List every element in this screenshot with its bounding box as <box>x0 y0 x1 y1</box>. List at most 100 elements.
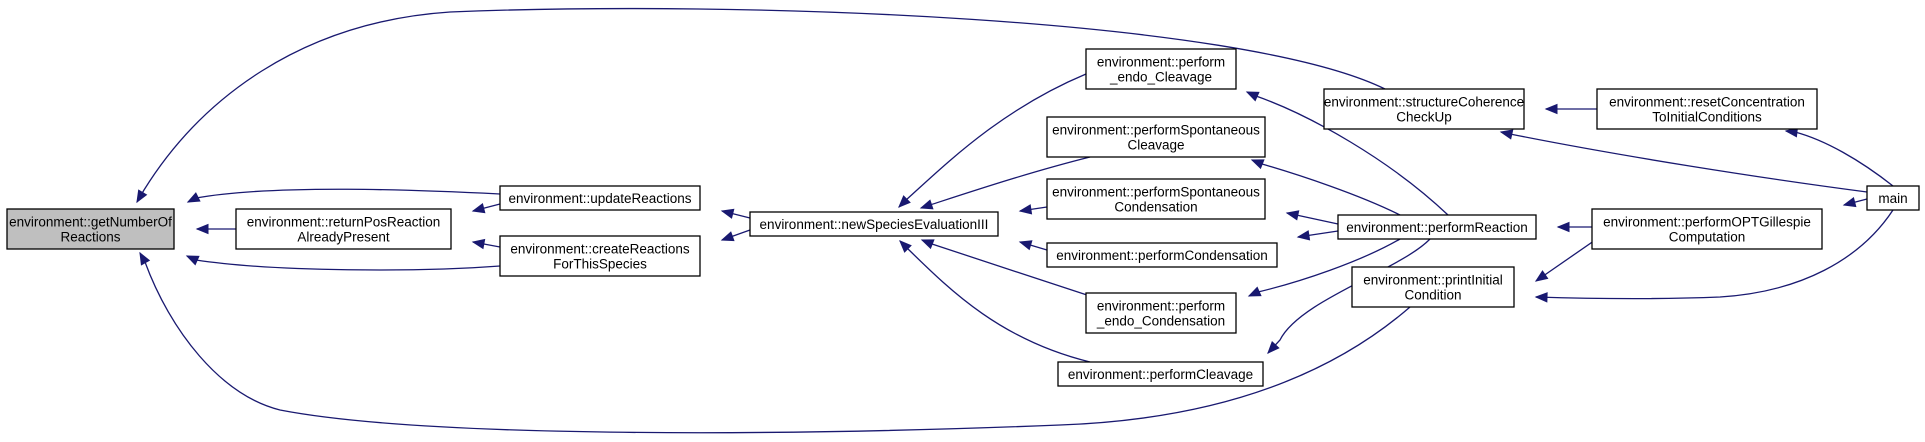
node-label-line: environment::printInitial <box>1363 273 1503 288</box>
node-box <box>499 235 701 277</box>
node-label-line: environment::getNumberOf <box>9 215 172 230</box>
node-label-line: environment::structureCoherence <box>1324 95 1524 110</box>
arrowhead-icon <box>1556 221 1570 233</box>
arrowhead-icon <box>1018 204 1033 215</box>
node-box <box>1866 185 1920 211</box>
edge-returnPosReactionAlreadyPresent-to-getNumberOfReactions <box>195 223 236 235</box>
edge-performOPTGillespieComputation-to-performReaction <box>1556 221 1592 233</box>
edge-performCleavage-to-newSpeciesEvaluationIII <box>899 240 1091 363</box>
edge-line <box>1785 130 1894 187</box>
arrowhead-icon <box>920 239 935 250</box>
node-box <box>235 208 452 250</box>
node-performReaction[interactable]: environment::performReaction <box>1337 214 1537 240</box>
node-box <box>499 185 701 211</box>
arrowhead-icon <box>1018 240 1033 251</box>
arrowhead-icon <box>898 195 911 208</box>
node-box <box>1046 178 1266 220</box>
arrowhead-icon <box>1534 292 1548 303</box>
arrowhead-icon <box>1247 286 1262 297</box>
arrowhead-icon <box>136 189 148 204</box>
arrowhead-icon <box>471 238 486 250</box>
edge-structureCoherenceCheckUp-to-getNumberOfReactions <box>136 7 1386 204</box>
node-label-line: environment::newSpeciesEvaluationIII <box>760 217 989 232</box>
node-box <box>1351 266 1515 308</box>
edge-main-to-performOPTGillespieComputation <box>1842 197 1868 208</box>
node-box <box>1046 242 1278 268</box>
node-label-line: environment::performOPTGillespie <box>1603 215 1811 230</box>
arrowhead-icon <box>1267 340 1280 354</box>
node-main[interactable]: main <box>1866 185 1920 211</box>
node-createReactionsForThisSpecies[interactable]: environment::createReactionsForThisSpeci… <box>499 235 701 277</box>
edge-resetConcentrationToInitialConditions-to-structureCoherenceCheckUp <box>1544 103 1597 115</box>
arrowhead-icon <box>185 255 200 266</box>
node-updateReactions[interactable]: environment::updateReactions <box>499 185 701 211</box>
edge-updateReactions-to-getNumberOfReactions <box>186 188 501 203</box>
node-label-line: ForThisSpecies <box>553 257 647 272</box>
node-perform_endo_Cleavage[interactable]: environment::perform_endo_Cleavage <box>1085 48 1237 90</box>
node-label-line: environment::perform <box>1097 55 1225 70</box>
node-label-line: _endo_Condensation <box>1096 314 1225 329</box>
node-label-line: ToInitialConditions <box>1652 110 1762 125</box>
edge-line <box>1248 238 1401 297</box>
edge-main-to-resetConcentrationToInitialConditions <box>1784 127 1894 187</box>
arrowhead-icon <box>471 203 486 214</box>
arrowhead-icon <box>1842 197 1857 208</box>
arrowhead-icon <box>1296 230 1311 241</box>
node-label-line: environment::returnPosReaction <box>247 215 441 230</box>
edge-line <box>920 156 1091 209</box>
nodes-layer: environment::getNumberOfReactionsenviron… <box>6 48 1920 387</box>
arrowhead-icon <box>1250 159 1265 170</box>
edge-line <box>139 252 1411 434</box>
edge-line <box>136 7 1386 203</box>
edge-perform_endo_Cleavage-to-newSpeciesEvaluationIII <box>898 73 1087 208</box>
node-box <box>1337 214 1537 240</box>
node-resetConcentrationToInitialConditions[interactable]: environment::resetConcentrationToInitial… <box>1596 88 1818 130</box>
node-newSpeciesEvaluationIII[interactable]: environment::newSpeciesEvaluationIII <box>749 211 999 237</box>
edge-main-to-printInitialCondition <box>1534 209 1894 303</box>
arrowhead-icon <box>1245 91 1260 102</box>
arrowhead-icon <box>720 231 735 242</box>
edge-printInitialCondition-to-getNumberOfReactions <box>139 251 1411 434</box>
edge-line <box>187 188 501 203</box>
node-performSpontaneousCondensation[interactable]: environment::performSpontaneousCondensat… <box>1046 178 1266 220</box>
edge-perform_endo_Condensation-to-newSpeciesEvaluationIII <box>920 239 1091 297</box>
node-box <box>6 208 175 250</box>
node-performCondensation[interactable]: environment::performCondensation <box>1046 242 1278 268</box>
node-label-line: environment::resetConcentration <box>1609 95 1805 110</box>
edge-performReaction-to-perform_endo_Condensation <box>1247 238 1401 297</box>
node-box <box>1591 208 1823 250</box>
node-box <box>1057 361 1264 387</box>
edge-main-to-structureCoherenceCheckUp <box>1499 129 1868 193</box>
node-label-line: environment::performSpontaneous <box>1052 185 1260 200</box>
arrowhead-icon <box>195 223 209 235</box>
node-label-line: Reactions <box>60 230 120 245</box>
node-label-line: AlreadyPresent <box>297 230 390 245</box>
edge-performReaction-to-performCondensation <box>1296 230 1339 241</box>
edge-newSpeciesEvaluationIII-to-updateReactions <box>720 208 751 219</box>
edge-performReaction-to-performSpontaneousCondensation <box>1285 210 1339 225</box>
edge-performCondensation-to-newSpeciesEvaluationIII <box>1018 240 1048 251</box>
node-box <box>749 211 999 237</box>
arrowhead-icon <box>139 251 151 266</box>
edge-line <box>1535 209 1894 300</box>
node-perform_endo_Condensation[interactable]: environment::perform_endo_Condensation <box>1085 292 1237 334</box>
node-label-line: environment::createReactions <box>510 242 690 257</box>
arrowhead-icon <box>1285 210 1300 221</box>
node-returnPosReactionAlreadyPresent[interactable]: environment::returnPosReactionAlreadyPre… <box>235 208 452 250</box>
node-label-line: Cleavage <box>1127 138 1184 153</box>
arrowhead-icon <box>720 208 735 219</box>
node-box <box>1596 88 1818 130</box>
node-label-line: _endo_Cleavage <box>1109 70 1212 85</box>
node-label-line: CheckUp <box>1396 110 1452 125</box>
edge-line <box>921 239 1091 297</box>
edge-performReaction-to-performCleavage <box>1267 238 1431 354</box>
node-performCleavage[interactable]: environment::performCleavage <box>1057 361 1264 387</box>
edge-line <box>1267 238 1431 354</box>
edge-updateReactions-to-returnPosReactionAlreadyPresent <box>471 203 501 214</box>
node-performOPTGillespieComputation[interactable]: environment::performOPTGillespieComputat… <box>1591 208 1823 250</box>
node-label-line: Condensation <box>1114 200 1197 215</box>
